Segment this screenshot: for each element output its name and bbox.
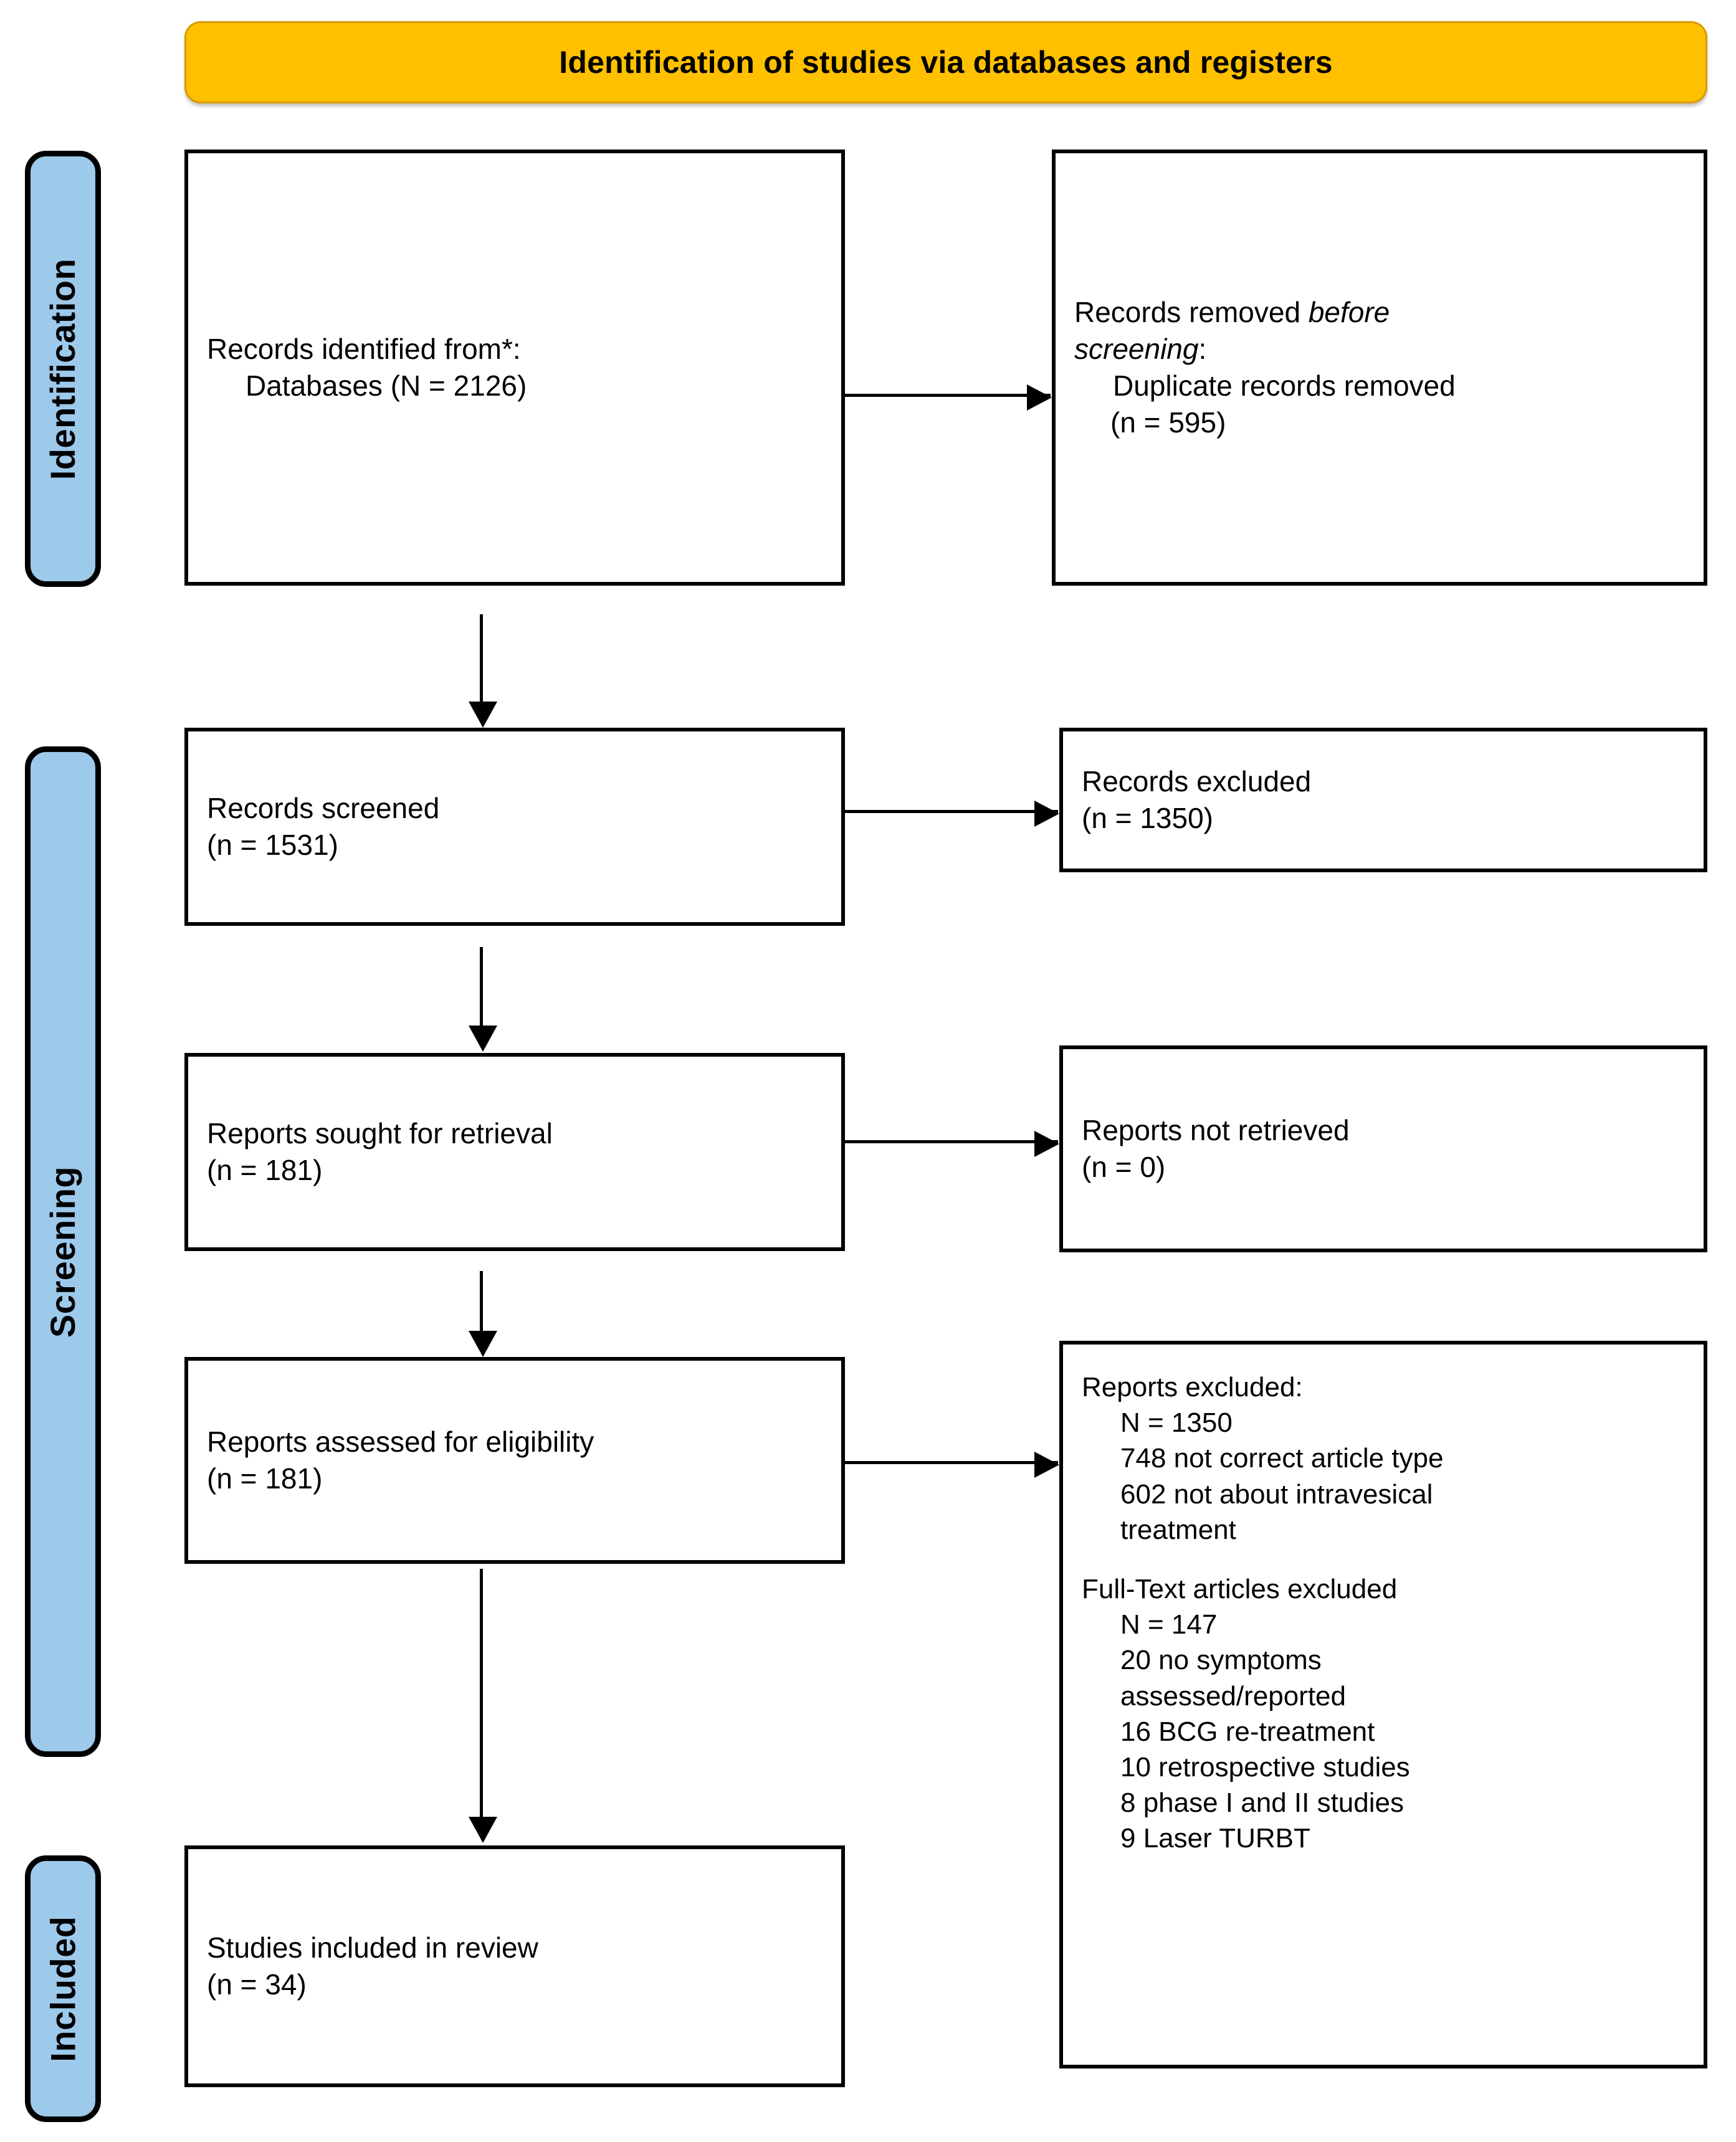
fulltext-excluded-reason-5: 8 phase I and II studies: [1120, 1787, 1404, 1819]
studies-included-line-1: Studies included in review: [207, 1931, 538, 1964]
records-removed-line-3: Duplicate records removed: [1113, 369, 1456, 402]
records-excluded-line-1: Records excluded: [1082, 765, 1312, 798]
reports-sought-line-2: (n = 181): [207, 1154, 323, 1186]
arrow-sought-to-assessed-icon: [469, 1271, 497, 1357]
arrow-identified-to-screened-icon: [469, 614, 497, 728]
records-removed-emphasis-before: before: [1308, 296, 1390, 329]
records-removed-prefix: Records removed: [1074, 296, 1309, 329]
fulltext-excluded-reason-6: 9 Laser TURBT: [1120, 1823, 1310, 1854]
stage-label-included: Included: [43, 1915, 83, 2062]
reports-excluded-reason-1: 748 not correct article type: [1120, 1443, 1444, 1474]
reports-excluded-heading: Reports excluded:: [1082, 1372, 1303, 1402]
box-reports-not-retrieved: Reports not retrieved (n = 0): [1059, 1045, 1707, 1252]
fulltext-excluded-reason-2: assessed/reported: [1120, 1680, 1346, 1711]
reports-excluded-reason-2: 602 not about intravesical: [1120, 1478, 1433, 1510]
records-screened-line-2: (n = 1531): [207, 829, 338, 861]
records-removed-colon: :: [1198, 333, 1207, 366]
fulltext-excluded-reason-4: 10 retrospective studies: [1120, 1751, 1410, 1783]
box-reports-assessed-for-eligibility: Reports assessed for eligibility (n = 18…: [184, 1357, 845, 1564]
reports-excluded-reason-3: treatment: [1120, 1514, 1236, 1545]
reports-excluded-spacer: [1082, 1548, 1685, 1571]
records-removed-emphasis-screening: screening: [1074, 333, 1199, 366]
reports-not-retrieved-line-2: (n = 0): [1082, 1151, 1166, 1183]
stage-bar-screening: Screening: [25, 746, 101, 1757]
reports-sought-line-1: Reports sought for retrieval: [207, 1117, 553, 1150]
box-records-screened: Records screened (n = 1531): [184, 728, 845, 926]
studies-included-line-2: (n = 34): [207, 1968, 307, 2001]
fulltext-excluded-total: N = 147: [1120, 1609, 1218, 1640]
box-reports-sought-for-retrieval: Reports sought for retrieval (n = 181): [184, 1053, 845, 1251]
stage-bar-identification: Identification: [25, 151, 101, 587]
records-removed-line-4: (n = 595): [1110, 406, 1226, 439]
records-excluded-line-2: (n = 1350): [1082, 802, 1213, 834]
records-identified-line-2: Databases (N = 2126): [246, 369, 527, 402]
diagram-header-banner: Identification of studies via databases …: [184, 21, 1707, 103]
records-removed-line-2: screening:: [1074, 331, 1685, 368]
arrow-identified-to-removed-icon: [845, 384, 1052, 411]
arrow-assessed-to-excluded-icon: [845, 1452, 1059, 1478]
records-removed-line-1: Records removed before: [1074, 294, 1685, 331]
fulltext-excluded-reason-3: 16 BCG re-treatment: [1120, 1716, 1375, 1747]
stage-label-identification: Identification: [43, 258, 83, 480]
fulltext-excluded-heading: Full-Text articles excluded: [1082, 1573, 1398, 1604]
reports-excluded-total: N = 1350: [1120, 1407, 1233, 1439]
reports-assessed-line-2: (n = 181): [207, 1462, 323, 1495]
diagram-title: Identification of studies via databases …: [559, 44, 1333, 80]
records-identified-line-1: Records identified from*:: [207, 333, 521, 366]
reports-not-retrieved-line-1: Reports not retrieved: [1082, 1114, 1350, 1147]
box-reports-excluded-detail: Reports excluded: N = 1350 748 not corre…: [1059, 1341, 1707, 2068]
arrow-screened-to-sought-icon: [469, 947, 497, 1052]
arrow-sought-to-not-retrieved-icon: [845, 1131, 1059, 1157]
stage-bar-included: Included: [25, 1855, 101, 2122]
box-records-excluded: Records excluded (n = 1350): [1059, 728, 1707, 872]
fulltext-excluded-reason-1: 20 no symptoms: [1120, 1645, 1322, 1676]
arrow-screened-to-excluded-icon: [845, 801, 1059, 827]
box-records-removed-before-screening: Records removed before screening: Duplic…: [1052, 150, 1707, 586]
box-studies-included-in-review: Studies included in review (n = 34): [184, 1845, 845, 2087]
reports-assessed-line-1: Reports assessed for eligibility: [207, 1426, 594, 1459]
box-records-identified: Records identified from*: Databases (N =…: [184, 150, 845, 586]
stage-label-screening: Screening: [43, 1166, 83, 1338]
arrow-assessed-to-included-icon: [469, 1569, 497, 1843]
records-screened-line-1: Records screened: [207, 792, 440, 825]
